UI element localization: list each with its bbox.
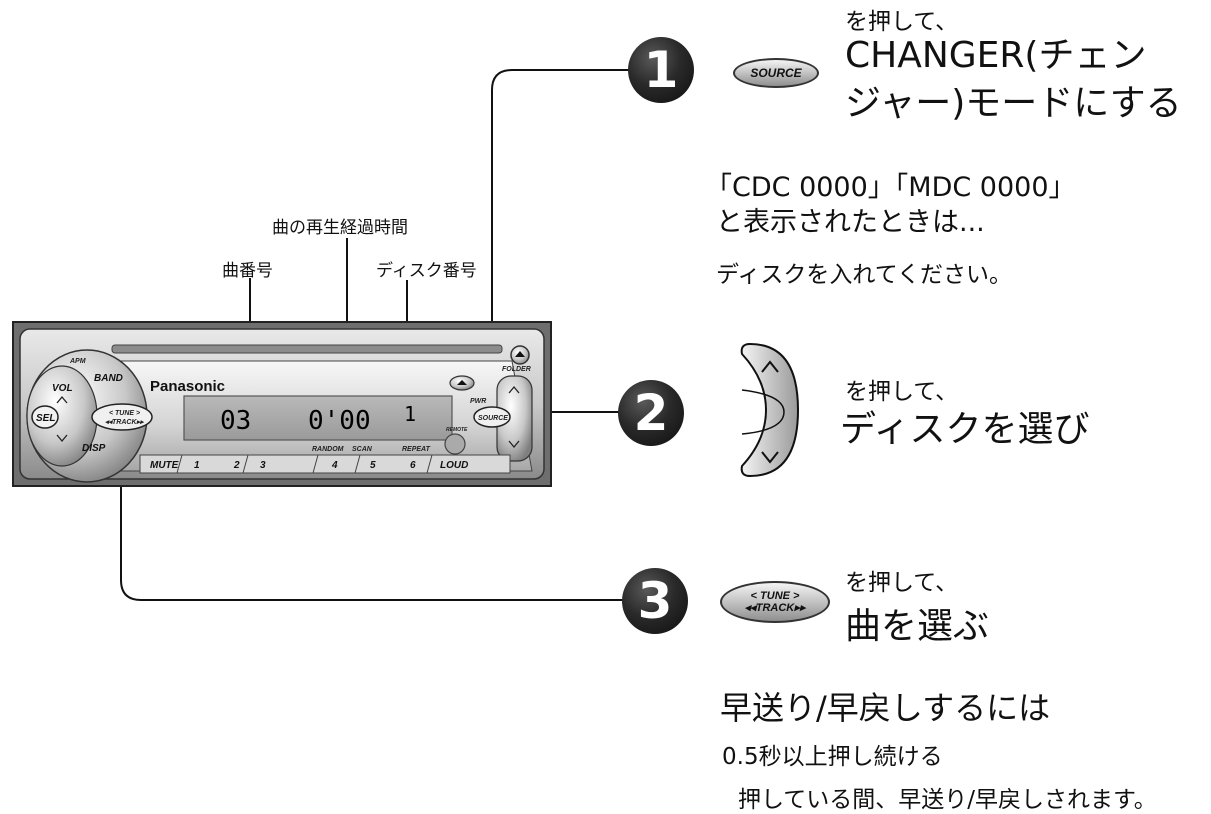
loud-key-label: LOUD: [440, 460, 468, 471]
disc-number-label: ディスク番号: [376, 261, 477, 281]
pwr-key-label: PWR: [470, 398, 486, 405]
step-3-lead: を押して、: [845, 570, 959, 596]
vol-key-label: VOL: [52, 383, 73, 394]
folder-key-label: FOLDER: [502, 366, 531, 373]
track-number-label: 曲番号: [222, 261, 273, 281]
note-1-line1: 「CDC 0000」「MDC 0000」: [705, 172, 1076, 203]
brand-logo-text: Panasonic: [150, 378, 225, 395]
note-1-line2: と表示されたときは...: [716, 207, 985, 238]
display-elapsed-time: 0'00: [308, 406, 371, 436]
disc-select-rocker-icon: [740, 342, 800, 478]
step-2-main: ディスクを選び: [840, 409, 1090, 450]
sel-key-label: SEL: [36, 413, 55, 424]
note-1-line3: ディスクを入れてください。: [716, 262, 1013, 288]
source-button-label: SOURCE: [750, 66, 802, 80]
tune-button-label: < TUNE >: [750, 590, 800, 602]
source-button-icon: SOURCE: [733, 58, 819, 88]
display-disc-number: 1: [404, 402, 416, 426]
step-1-main-line1: CHANGER(チェン: [845, 35, 1147, 76]
band-key-label: BAND: [94, 373, 123, 384]
mute-key-label: MUTE: [150, 460, 179, 471]
display-track-number: 03: [220, 406, 251, 436]
step-3-badge: 3: [622, 568, 688, 634]
track-key-label: ◂◂TRACK▸▸: [105, 419, 145, 426]
note-3-line3: 押している間、早送り/早戻しされます。: [738, 787, 1157, 813]
random-label: RANDOM: [312, 446, 344, 453]
disp-key-label: DISP: [82, 443, 106, 454]
source-key-label: SOURCE: [478, 415, 508, 422]
note-3-line2: 0.5秒以上押し続ける: [722, 744, 943, 770]
apm-key-label: APM: [69, 358, 86, 365]
remote-label: REMOTE: [446, 427, 468, 433]
note-3-line1: 早送り/早戻しするには: [720, 689, 1051, 727]
preset-1-label: 1: [194, 460, 200, 471]
tune-key-label: < TUNE >: [109, 410, 140, 417]
preset-2-label: 2: [233, 460, 240, 471]
tune-track-button-icon: < TUNE > ◂◂TRACK▸▸: [720, 581, 830, 623]
elapsed-time-label: 曲の再生経過時間: [272, 218, 408, 238]
step-2-badge: 2: [618, 380, 684, 446]
track-button-label: ◂◂TRACK▸▸: [744, 602, 806, 614]
step-3-main: 曲を選ぶ: [845, 606, 990, 647]
step-1-main-line2: ジャー)モードにする: [845, 83, 1182, 124]
preset-4-label: 4: [331, 460, 338, 471]
preset-3-label: 3: [260, 460, 266, 471]
step-1-badge: 1: [628, 37, 694, 103]
preset-5-label: 5: [370, 460, 376, 471]
repeat-label: REPEAT: [402, 446, 431, 453]
preset-6-label: 6: [410, 460, 416, 471]
step-1-lead: を押して、: [845, 9, 959, 35]
car-stereo-faceplate: SEL VOL BAND DISP APM < TUNE > ◂◂TRACK▸▸…: [12, 321, 552, 487]
step-2-lead: を押して、: [845, 379, 959, 405]
scan-label: SCAN: [352, 446, 373, 453]
